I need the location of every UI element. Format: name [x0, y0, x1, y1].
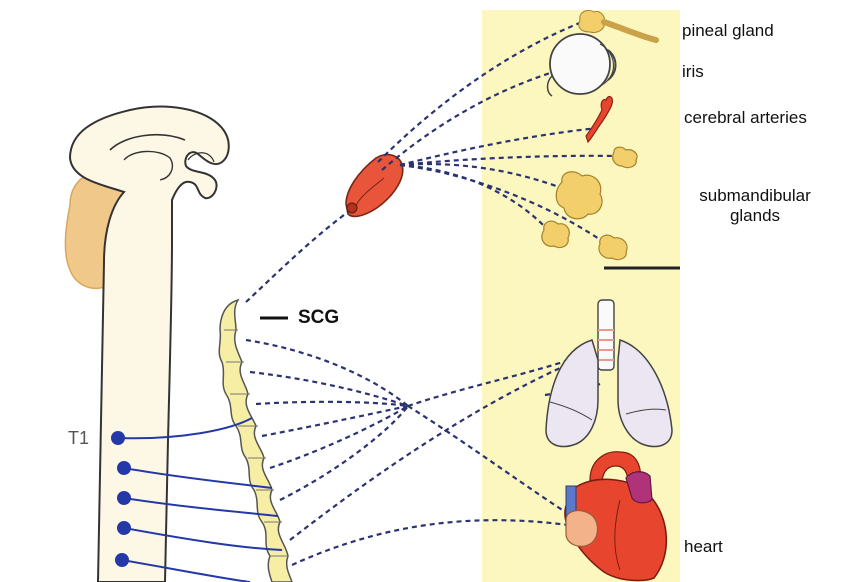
neuron-2 — [117, 461, 131, 475]
neuron-4 — [117, 521, 131, 535]
label-submandibular-line1: submandibular — [680, 186, 830, 206]
brain-and-spinal-cord — [70, 107, 229, 582]
neuron-t1 — [111, 431, 125, 445]
label-scg: SCG — [298, 308, 339, 328]
label-pineal-gland: pineal gland — [682, 21, 774, 41]
label-cerebral-arteries: cerebral arteries — [684, 108, 807, 128]
label-iris: iris — [682, 62, 704, 82]
gland-small — [613, 147, 637, 167]
right-atrium — [566, 511, 598, 547]
fiber-chain-to-hub-3 — [256, 402, 408, 406]
pineal-gland — [579, 10, 605, 32]
neuron-5 — [115, 553, 129, 567]
gland-medium — [542, 221, 569, 247]
label-submandibular-line2: glands — [680, 206, 830, 226]
label-heart: heart — [684, 537, 723, 557]
red-ganglion-end — [347, 203, 357, 213]
neuron-3 — [117, 491, 131, 505]
fiber-chain-to-hub-4 — [262, 406, 408, 436]
fiber-chain-to-hub-5 — [270, 406, 408, 468]
label-submandibular-glands: submandibular glands — [680, 186, 830, 226]
fiber-scg-to-ganglion — [246, 212, 348, 302]
fiber-chain-to-hub-1 — [246, 340, 408, 406]
label-t1: T1 — [68, 428, 89, 448]
